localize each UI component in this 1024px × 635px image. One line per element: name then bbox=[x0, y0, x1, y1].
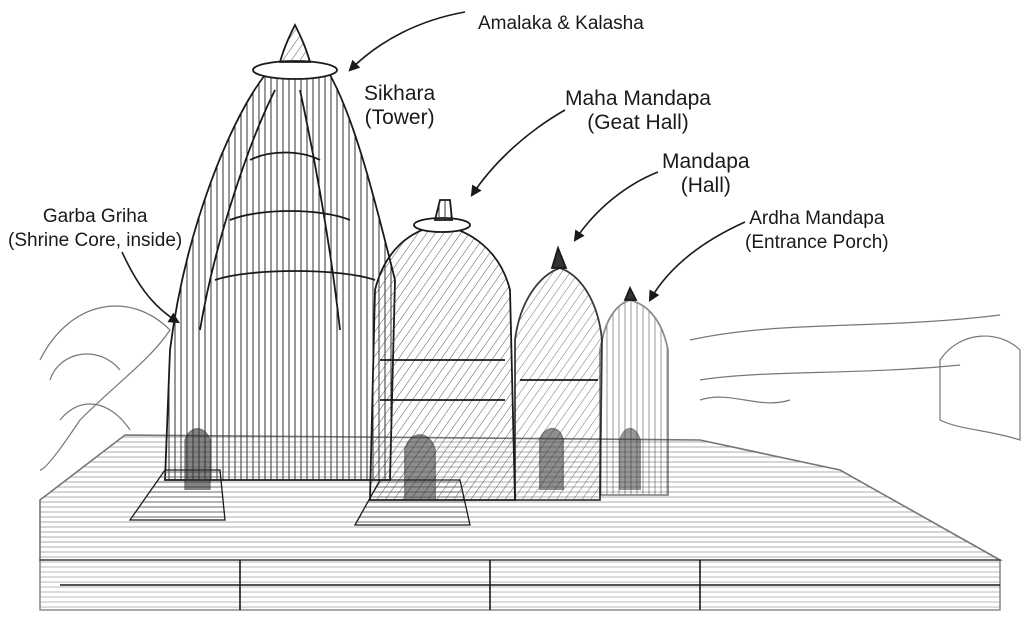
background-landscape bbox=[39, 305, 1021, 471]
label-ardha-mandapa-line1: Ardha Mandapa bbox=[749, 208, 885, 229]
arrow-garba-griha bbox=[121, 251, 180, 324]
label-maha-mandapa: Maha Mandapa (Geat Hall) bbox=[565, 87, 711, 135]
arrow-maha-mandapa bbox=[470, 109, 566, 197]
label-mandapa-line2: (Hall) bbox=[680, 174, 731, 197]
mandapa-dome bbox=[514, 245, 603, 501]
label-sikhara: Sikhara (Tower) bbox=[364, 82, 435, 130]
label-amalaka-line1: Amalaka & Kalasha bbox=[478, 13, 644, 34]
label-maha-mandapa-line2: (Geat Hall) bbox=[587, 111, 689, 134]
sikhara-tower bbox=[164, 22, 396, 481]
label-ardha-mandapa-line2: (Entrance Porch) bbox=[745, 232, 889, 253]
maha-mandapa-dome bbox=[369, 199, 516, 501]
label-garba-griha-line2: (Shrine Core, inside) bbox=[8, 230, 183, 251]
label-sikhara-line1: Sikhara bbox=[364, 82, 436, 105]
label-sikhara-line2: (Tower) bbox=[364, 106, 435, 129]
label-ardha-mandapa: Ardha Mandapa (Entrance Porch) bbox=[745, 207, 889, 255]
arrow-amalaka bbox=[348, 11, 466, 72]
temple-steps bbox=[128, 428, 471, 526]
label-maha-mandapa-line1: Maha Mandapa bbox=[565, 87, 711, 110]
annotation-arrows bbox=[121, 11, 746, 324]
label-mandapa-line1: Mandapa bbox=[662, 150, 750, 173]
arrow-mandapa bbox=[573, 171, 659, 242]
label-garba-griha-line1: Garba Griha bbox=[42, 206, 148, 227]
label-amalaka-kalasha: Amalaka & Kalasha bbox=[478, 12, 644, 36]
label-garba-griha: Garba Griha (Shrine Core, inside) bbox=[8, 205, 182, 253]
ardha-mandapa-porch bbox=[599, 285, 669, 496]
arrow-ardha-mandapa bbox=[648, 221, 746, 302]
label-mandapa: Mandapa (Hall) bbox=[662, 150, 750, 198]
